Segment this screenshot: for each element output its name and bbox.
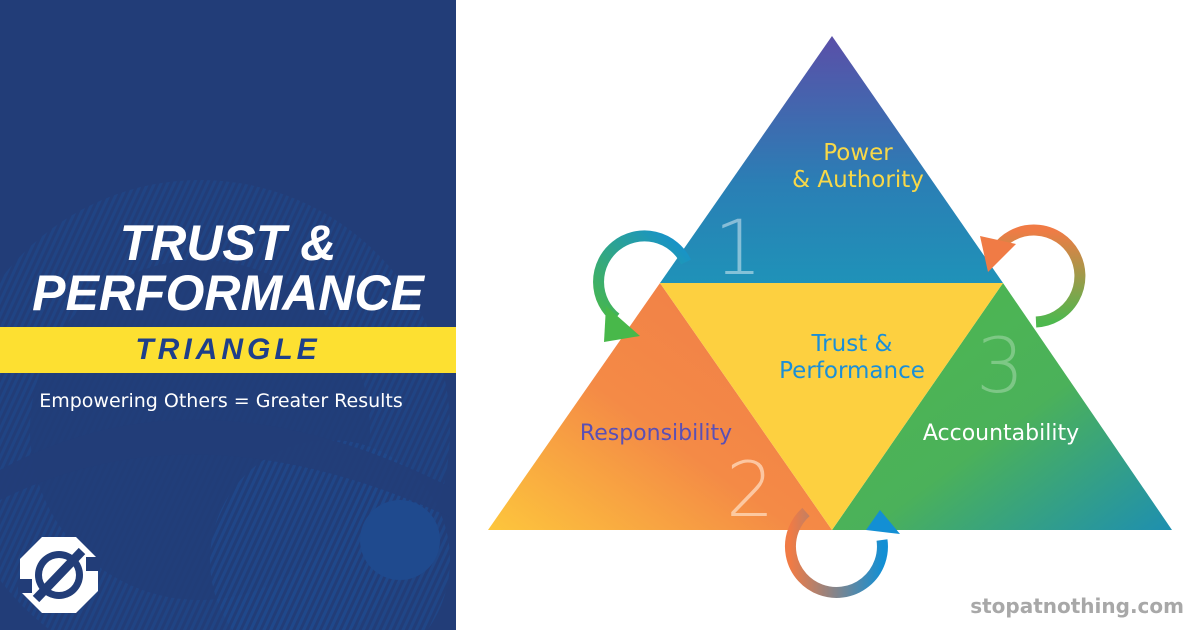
step-number-3: 3 <box>976 321 1025 410</box>
title-line-1: TRUST & <box>119 215 337 271</box>
label-accountability: Accountability <box>922 421 1080 446</box>
step-number-1: 1 <box>714 203 763 292</box>
trust-line-2: Performance <box>779 358 925 384</box>
trust-performance-diagram: Power & Authority Trust & Performance Re… <box>456 0 1200 630</box>
subtitle-band: TRIANGLE <box>0 327 456 373</box>
left-panel: TRUST & PERFORMANCE TRIANGLE Empowering … <box>0 0 456 630</box>
top-triangle-power <box>660 36 1003 283</box>
top-left-cycle-arrow-icon <box>593 230 691 342</box>
step-number-2: 2 <box>726 445 775 534</box>
top-right-cycle-arrow-icon <box>980 224 1086 328</box>
label-power-authority: Power & Authority <box>718 140 998 194</box>
right-triangle-accountability <box>832 283 1172 530</box>
center-triangle-trust <box>660 283 1003 530</box>
website-link[interactable]: stopatnothing.com <box>970 594 1184 618</box>
left-triangle-responsibility <box>488 283 832 530</box>
tagline: Empowering Others = Greater Results <box>39 390 403 412</box>
power-line-1: Power <box>823 140 893 166</box>
power-line-2: & Authority <box>792 167 924 193</box>
subtitle: TRIANGLE <box>135 333 321 366</box>
title-line-2: PERFORMANCE <box>32 265 424 321</box>
stop-at-nothing-logo-icon <box>18 537 100 613</box>
label-trust-performance: Trust & Performance <box>716 331 988 385</box>
triangle-graphic <box>488 36 1172 598</box>
trust-line-1: Trust & <box>811 331 893 357</box>
label-responsibility: Responsibility <box>579 421 733 446</box>
bottom-cycle-arrow-icon <box>784 507 900 598</box>
